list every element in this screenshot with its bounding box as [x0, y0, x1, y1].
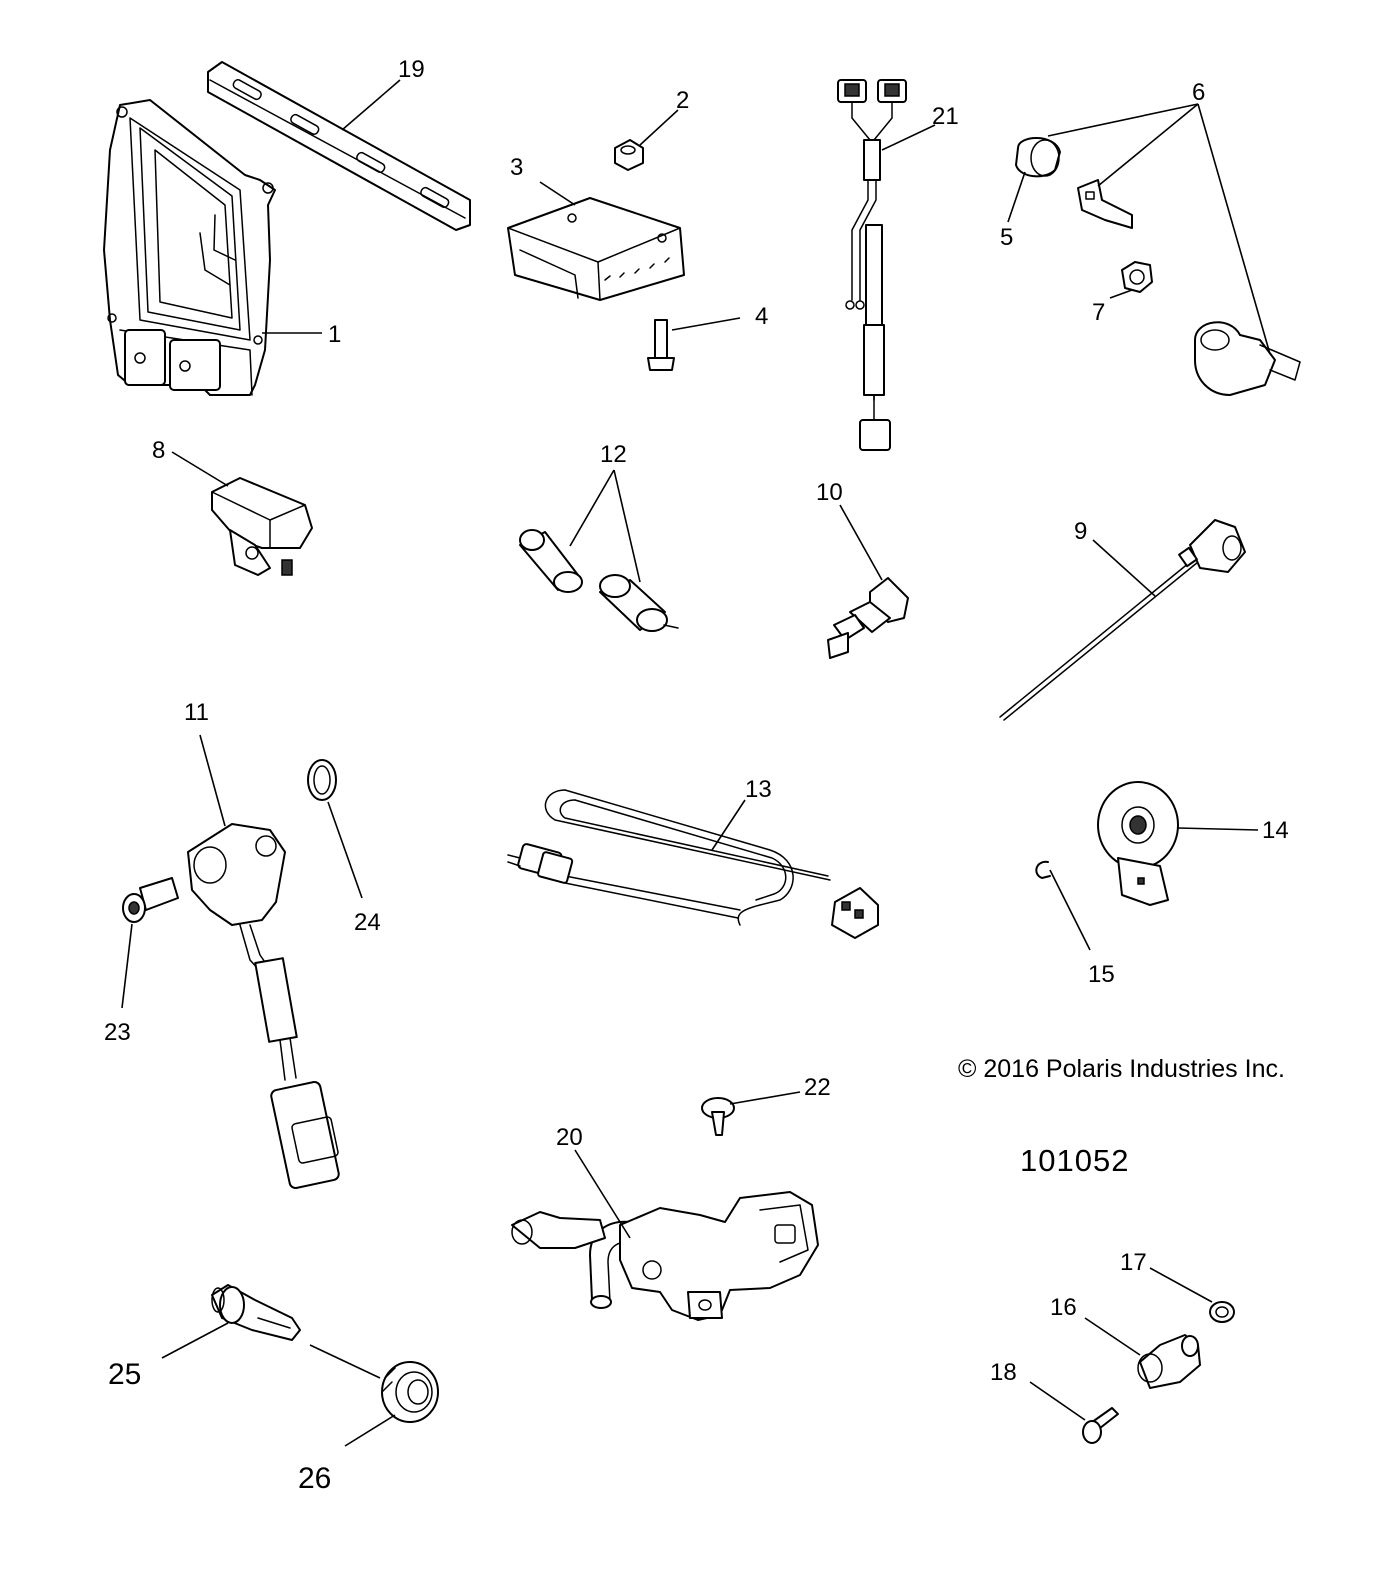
part-14-knock-sensor	[1097, 781, 1179, 906]
part-4-bolt	[647, 319, 675, 371]
callout-16: 16	[1050, 1294, 1077, 1321]
callout-24: 24	[354, 909, 381, 936]
callout-2: 2	[676, 87, 689, 114]
callout-5: 5	[1000, 224, 1013, 251]
part-5-cap	[1015, 137, 1061, 178]
callout-18: 18	[990, 1359, 1017, 1386]
callout-12: 12	[600, 441, 627, 468]
part-2-nut	[614, 139, 644, 171]
callout-9: 9	[1074, 518, 1087, 545]
part-20-valve	[511, 1191, 819, 1321]
part-12-grommets	[519, 529, 679, 632]
callout-22: 22	[804, 1074, 831, 1101]
callout-21: 21	[932, 103, 959, 130]
part-15-clip	[1035, 860, 1051, 879]
part-19-bracket	[207, 61, 471, 231]
callout-11: 11	[184, 699, 209, 726]
callout-17: 17	[1120, 1249, 1147, 1276]
copyright-notice: © 2016 Polaris Industries Inc.	[958, 1055, 1285, 1083]
part-22-screw	[701, 1097, 735, 1136]
callout-26: 26	[298, 1462, 331, 1495]
part-1-ecu	[103, 99, 276, 396]
part-9-speed-sensor	[999, 519, 1246, 721]
figure-number: 101052	[1020, 1143, 1130, 1178]
callout-8: 8	[152, 437, 165, 464]
part-6-tab	[1077, 179, 1133, 229]
callout-20: 20	[556, 1124, 583, 1151]
part-16-sensor	[1137, 1334, 1201, 1389]
part-23-screw	[122, 877, 179, 923]
callout-15: 15	[1088, 961, 1115, 988]
callout-4: 4	[755, 303, 768, 330]
callout-10: 10	[816, 479, 843, 506]
part-13-harness-loop	[507, 789, 879, 939]
part-25-sensor	[211, 1284, 301, 1341]
part-18-bolt	[1082, 1407, 1119, 1444]
part-8-map-sensor	[211, 477, 313, 576]
callout-1: 1	[328, 321, 341, 348]
part-10-temp-sensor	[827, 577, 909, 659]
part-21-harness	[837, 79, 907, 451]
callout-6: 6	[1192, 79, 1205, 106]
callout-23: 23	[104, 1019, 131, 1046]
callout-19: 19	[398, 56, 425, 83]
part-7-washer	[1121, 261, 1153, 293]
callout-14: 14	[1262, 817, 1289, 844]
callout-25: 25	[108, 1358, 141, 1391]
part-24-o-ring	[307, 759, 337, 801]
callout-7: 7	[1092, 299, 1105, 326]
part-26-grommet	[381, 1361, 439, 1423]
callout-3: 3	[510, 154, 523, 181]
callout-13: 13	[745, 776, 772, 803]
part-17-o-ring	[1209, 1301, 1235, 1323]
part-3-regulator	[507, 197, 685, 301]
part-6-sensor	[1194, 321, 1301, 396]
part-11-tps	[187, 823, 340, 1189]
